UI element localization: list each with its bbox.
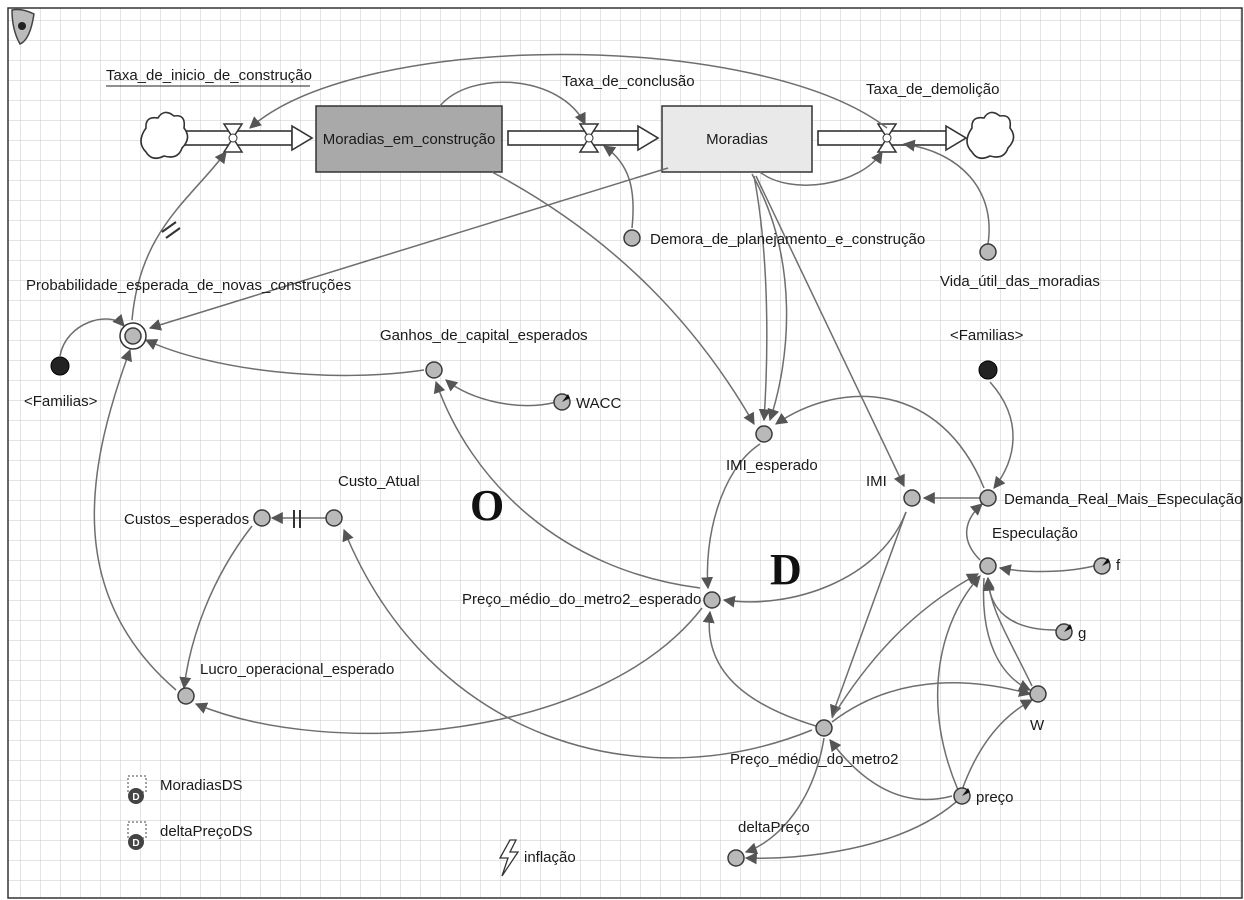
tool-pointer-icon[interactable] (11, 8, 35, 45)
aux-w-label: W (1030, 717, 1045, 734)
canvas-border (7, 7, 1243, 899)
dataset-moradias-label: MoradiasDS (160, 777, 243, 794)
aux-demand-label: Demanda_Real_Mais_Especulação (1004, 491, 1242, 508)
loop-label-o: O (470, 481, 504, 530)
aux-useful-life[interactable] (979, 243, 997, 261)
aux-price-expected-label: Preço_médio_do_metro2_esperado (462, 591, 701, 608)
inflation-lightning-icon[interactable] (498, 839, 520, 877)
aux-profit-expected-label: Lucro_operacional_esperado (200, 661, 394, 678)
loop-label-d: D (770, 545, 802, 594)
dataset-delta-icon[interactable]: D (127, 821, 147, 850)
aux-imi-expected-label: IMI_esperado (726, 457, 818, 474)
dataset-moradias-icon[interactable]: D (127, 775, 147, 804)
delay-mark-cost (293, 510, 301, 528)
aux-w[interactable] (1029, 685, 1047, 703)
const-g[interactable] (1055, 623, 1073, 641)
inflation-label: inflação (524, 849, 576, 866)
valve-completion-icon[interactable] (578, 123, 600, 153)
aux-probability[interactable] (119, 322, 147, 350)
aux-capital-gains-label: Ganhos_de_capital_esperados (380, 327, 588, 344)
shadow-families-left-label: <Familias> (24, 393, 98, 410)
aux-delta-price-label: deltaPreço (738, 819, 810, 836)
aux-imi-expected[interactable] (755, 425, 773, 443)
aux-planning-delay[interactable] (623, 229, 641, 247)
const-wacc[interactable] (553, 393, 571, 411)
grid-background (8, 8, 1242, 898)
const-wacc-label: WACC (576, 395, 621, 412)
flow-demolition-label: Taxa_de_demolição (866, 81, 999, 98)
stock-construction-label: Moradias_em_construção (323, 131, 496, 148)
flow-completion-label: Taxa_de_conclusão (562, 73, 695, 90)
aux-imi-label: IMI (866, 473, 887, 490)
aux-price-expected[interactable] (703, 591, 721, 609)
shadow-families-right-label: <Familias> (950, 327, 1024, 344)
flow-pipe-completion (507, 124, 660, 152)
stock-housing-label: Moradias (706, 131, 768, 148)
aux-delta-price[interactable] (727, 849, 745, 867)
sink-cloud-icon (966, 111, 1015, 160)
shadow-families-right[interactable] (978, 360, 998, 380)
aux-imi[interactable] (903, 489, 921, 507)
delay-mark-prob (161, 221, 181, 239)
aux-demand[interactable] (979, 489, 997, 507)
causal-links (59, 53, 1095, 865)
aux-useful-life-label: Vida_útil_das_moradias (940, 273, 1100, 290)
stock-moradias-em-construcao[interactable]: Moradias_em_construção (315, 105, 503, 173)
aux-price-label: Preço_médio_do_metro2 (730, 751, 898, 768)
aux-costs-expected-label: Custos_esperados (124, 511, 249, 528)
aux-profit-expected[interactable] (177, 687, 195, 705)
flow-start-label: Taxa_de_inicio_de_construção (106, 67, 312, 84)
const-f[interactable] (1093, 557, 1111, 575)
aux-current-cost[interactable] (325, 509, 343, 527)
valve-start-icon[interactable] (222, 123, 244, 153)
svg-text:D: D (132, 838, 139, 849)
stock-moradias[interactable]: Moradias (661, 105, 813, 173)
aux-planning-delay-label: Demora_de_planejamento_e_construção (650, 231, 925, 248)
aux-capital-gains[interactable] (425, 361, 443, 379)
dataset-delta-label: deltaPreçoDS (160, 823, 253, 840)
aux-costs-expected[interactable] (253, 509, 271, 527)
svg-text:D: D (132, 792, 139, 803)
aux-price[interactable] (815, 719, 833, 737)
const-preco[interactable] (953, 787, 971, 805)
const-preco-label: preço (976, 789, 1014, 806)
source-cloud-icon (140, 111, 189, 160)
aux-current-cost-label: Custo_Atual (338, 473, 420, 490)
shadow-families-left[interactable] (50, 356, 70, 376)
const-f-label: f (1116, 557, 1121, 574)
aux-probability-label: Probabilidade_esperada_de_novas_construç… (26, 277, 351, 294)
valve-demolition-icon[interactable] (876, 123, 898, 153)
const-g-label: g (1078, 625, 1086, 642)
aux-speculation-label: Especulação (992, 525, 1078, 542)
aux-speculation[interactable] (979, 557, 997, 575)
